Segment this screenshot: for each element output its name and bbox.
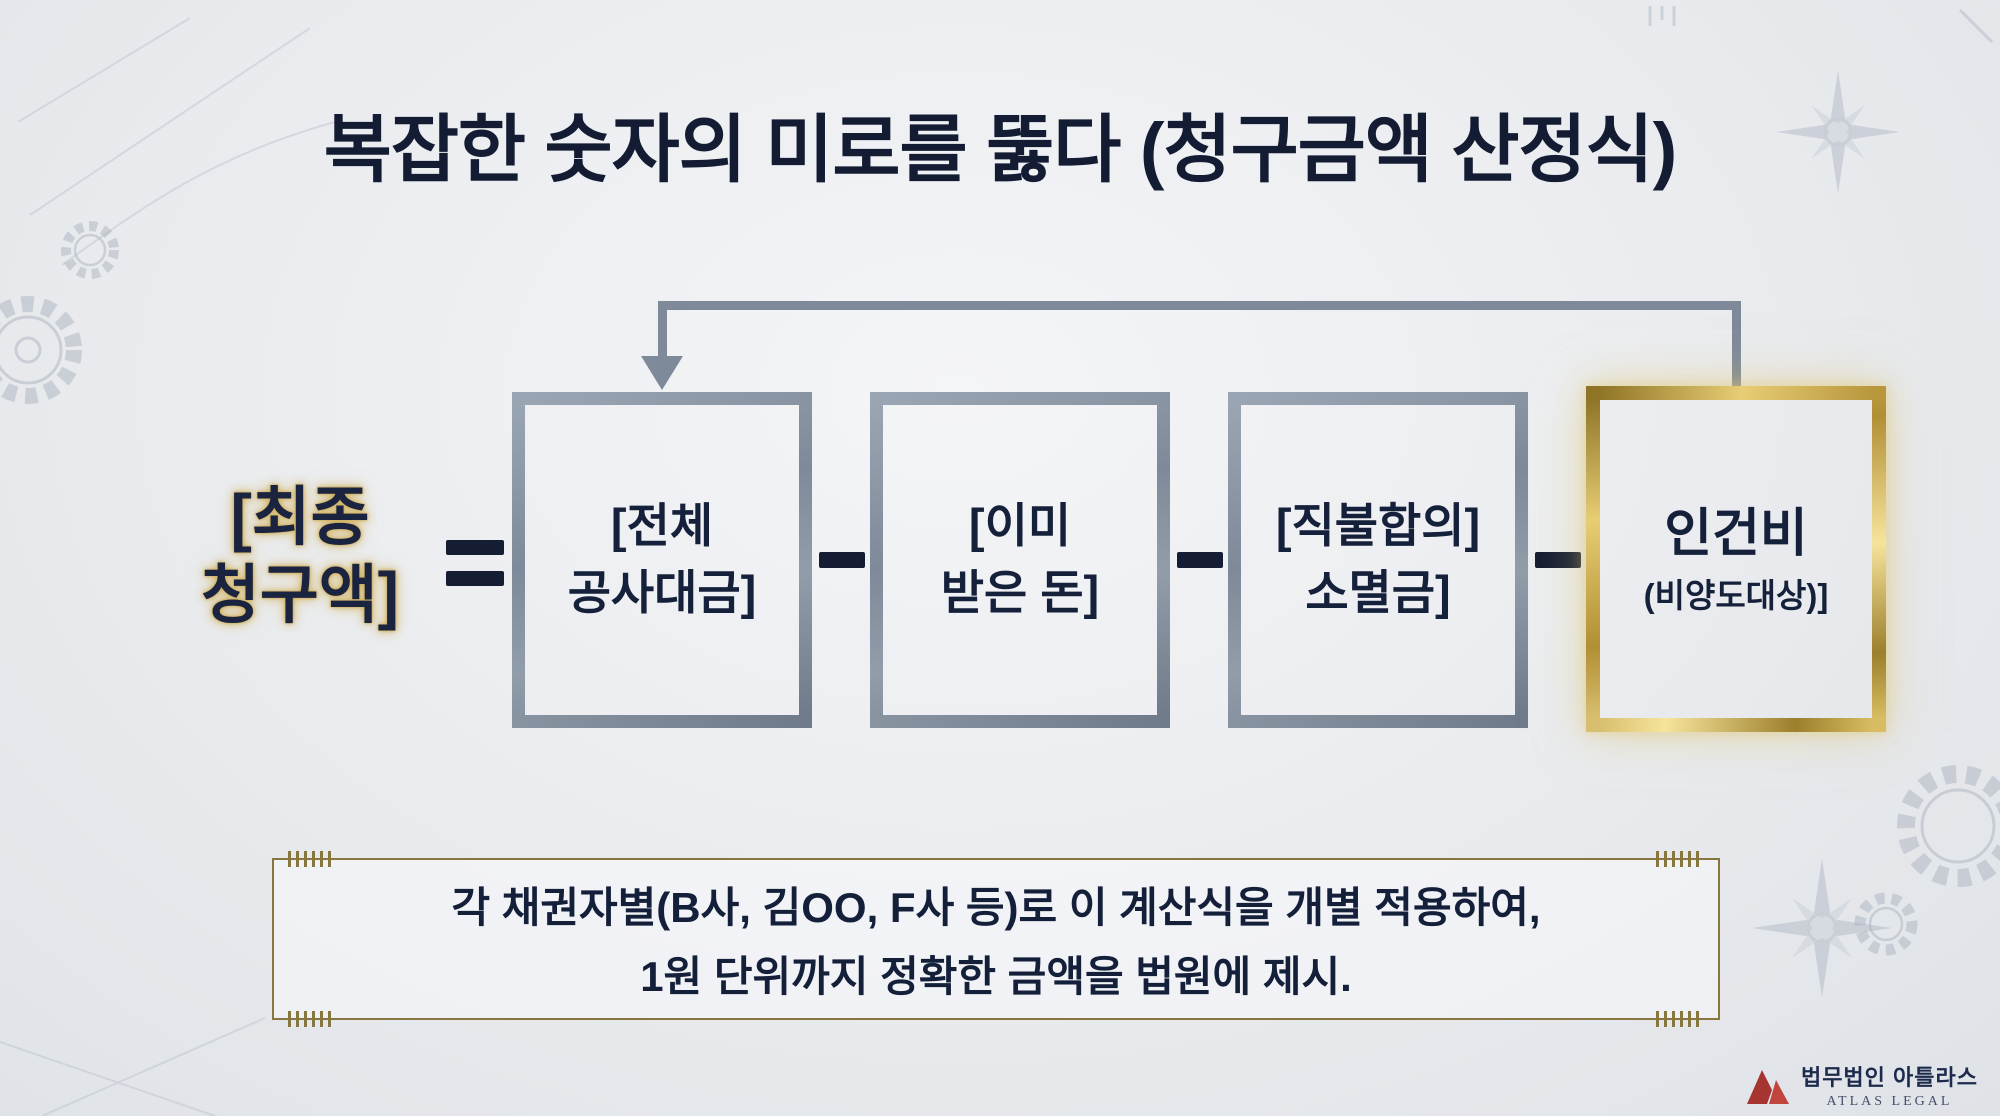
logo-mountain-icon xyxy=(1746,1070,1789,1104)
result-label-line2: 청구액] xyxy=(201,559,399,632)
logo-korean-name: 법무법인 아틀라스 xyxy=(1800,1065,1978,1090)
equals-bar-top xyxy=(446,540,504,555)
feedback-arrow-right-drop-line xyxy=(1732,301,1741,386)
logo-english-name: ATLAS LEGAL xyxy=(1826,1094,1953,1109)
arrow-head-icon xyxy=(641,356,683,390)
term-line: [전체 xyxy=(610,499,714,553)
ruler-marks-top-right-icon xyxy=(1648,6,1994,44)
result-label-line1: [최종 xyxy=(230,481,370,553)
feedback-arrow-left-drop-line xyxy=(658,301,667,359)
term-line: 받은 돈] xyxy=(940,566,1100,619)
page-title: 복잡한 숫자의 미로를 뚫다 (청구금액 산정식) xyxy=(323,108,1678,191)
minus-sign-3 xyxy=(1535,552,1581,568)
note-border-ticks-bottom-left xyxy=(288,1011,336,1027)
term-line: [이미 xyxy=(968,499,1072,553)
equals-bar-bottom xyxy=(446,571,504,586)
note-border-ticks-top-right xyxy=(1656,851,1704,867)
term-box-already-received-money: [이미 받은 돈] xyxy=(870,392,1170,728)
note-border-ticks-top-left xyxy=(288,851,336,867)
equals-sign xyxy=(446,540,504,586)
note-box: 각 채권자별(B사, 김OO, F사 등)로 이 계산식을 개별 적용하여, 1… xyxy=(272,851,1720,1027)
term-line: 소멸금] xyxy=(1305,566,1451,619)
gear-icon-bottom-right xyxy=(1854,765,2000,956)
note-line-2: 1원 단위까지 정확한 금액을 법원에 제시. xyxy=(640,953,1352,1000)
logo-text: 법무법인 아틀라스 ATLAS LEGAL xyxy=(1801,1060,1978,1110)
term-line: (비양도대상)] xyxy=(1643,576,1829,614)
gear-icon-left xyxy=(0,221,119,404)
note-line-1: 각 채권자별(B사, 김OO, F사 등)로 이 계산식을 개별 적용하여, xyxy=(451,884,1541,931)
term-line: 인건비 xyxy=(1664,504,1808,563)
blueprint-lines-bottom-left-icon xyxy=(0,1017,266,1116)
minus-sign-2 xyxy=(1177,552,1223,568)
term-line: 공사대금] xyxy=(567,566,757,619)
feedback-arrow-horizontal-line xyxy=(658,301,1741,310)
compass-rose-icon-bottom-right xyxy=(1752,858,1892,998)
formula-result-label: [최종 청구액] xyxy=(150,478,450,634)
term-line: [직불합의] xyxy=(1275,499,1481,553)
term-box-labor-cost-gold: 인건비 (비양도대상)] xyxy=(1586,386,1886,732)
note-border-ticks-bottom-right xyxy=(1656,1011,1704,1027)
term-box-total-construction-cost: [전체 공사대금] xyxy=(512,392,812,728)
term-box-direct-payment-extinguished: [직불합의] 소멸금] xyxy=(1228,392,1528,728)
minus-sign-1 xyxy=(819,552,865,568)
atlas-legal-logo: 법무법인 아틀라스 ATLAS LEGAL xyxy=(1745,1060,1978,1110)
